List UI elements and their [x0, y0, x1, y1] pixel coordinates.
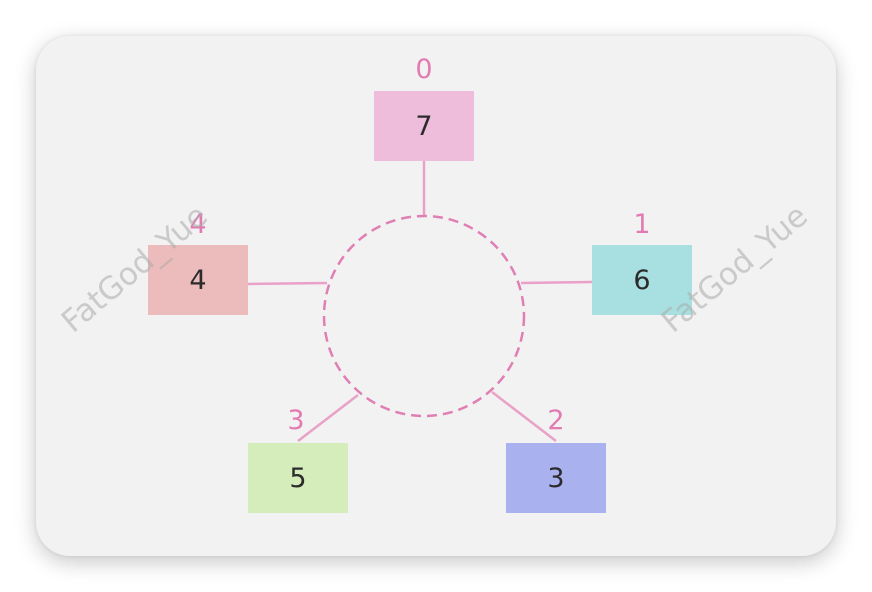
link-3: [297, 394, 359, 442]
node-index-1: 1: [633, 209, 651, 240]
node-box-2: 3: [506, 443, 606, 513]
node-index-2: 2: [547, 405, 565, 436]
link-1: [520, 280, 593, 285]
node-index-4: 4: [189, 209, 207, 240]
node-box-4: 4: [148, 245, 248, 315]
node-index-0: 0: [415, 54, 433, 85]
link-4: [247, 281, 328, 286]
node-box-0: 7: [374, 91, 474, 161]
node-box-3: 5: [248, 443, 348, 513]
dashed-ring: [322, 214, 526, 418]
node-index-3: 3: [287, 405, 305, 436]
link-2: [491, 391, 557, 442]
node-box-1: 6: [592, 245, 692, 315]
